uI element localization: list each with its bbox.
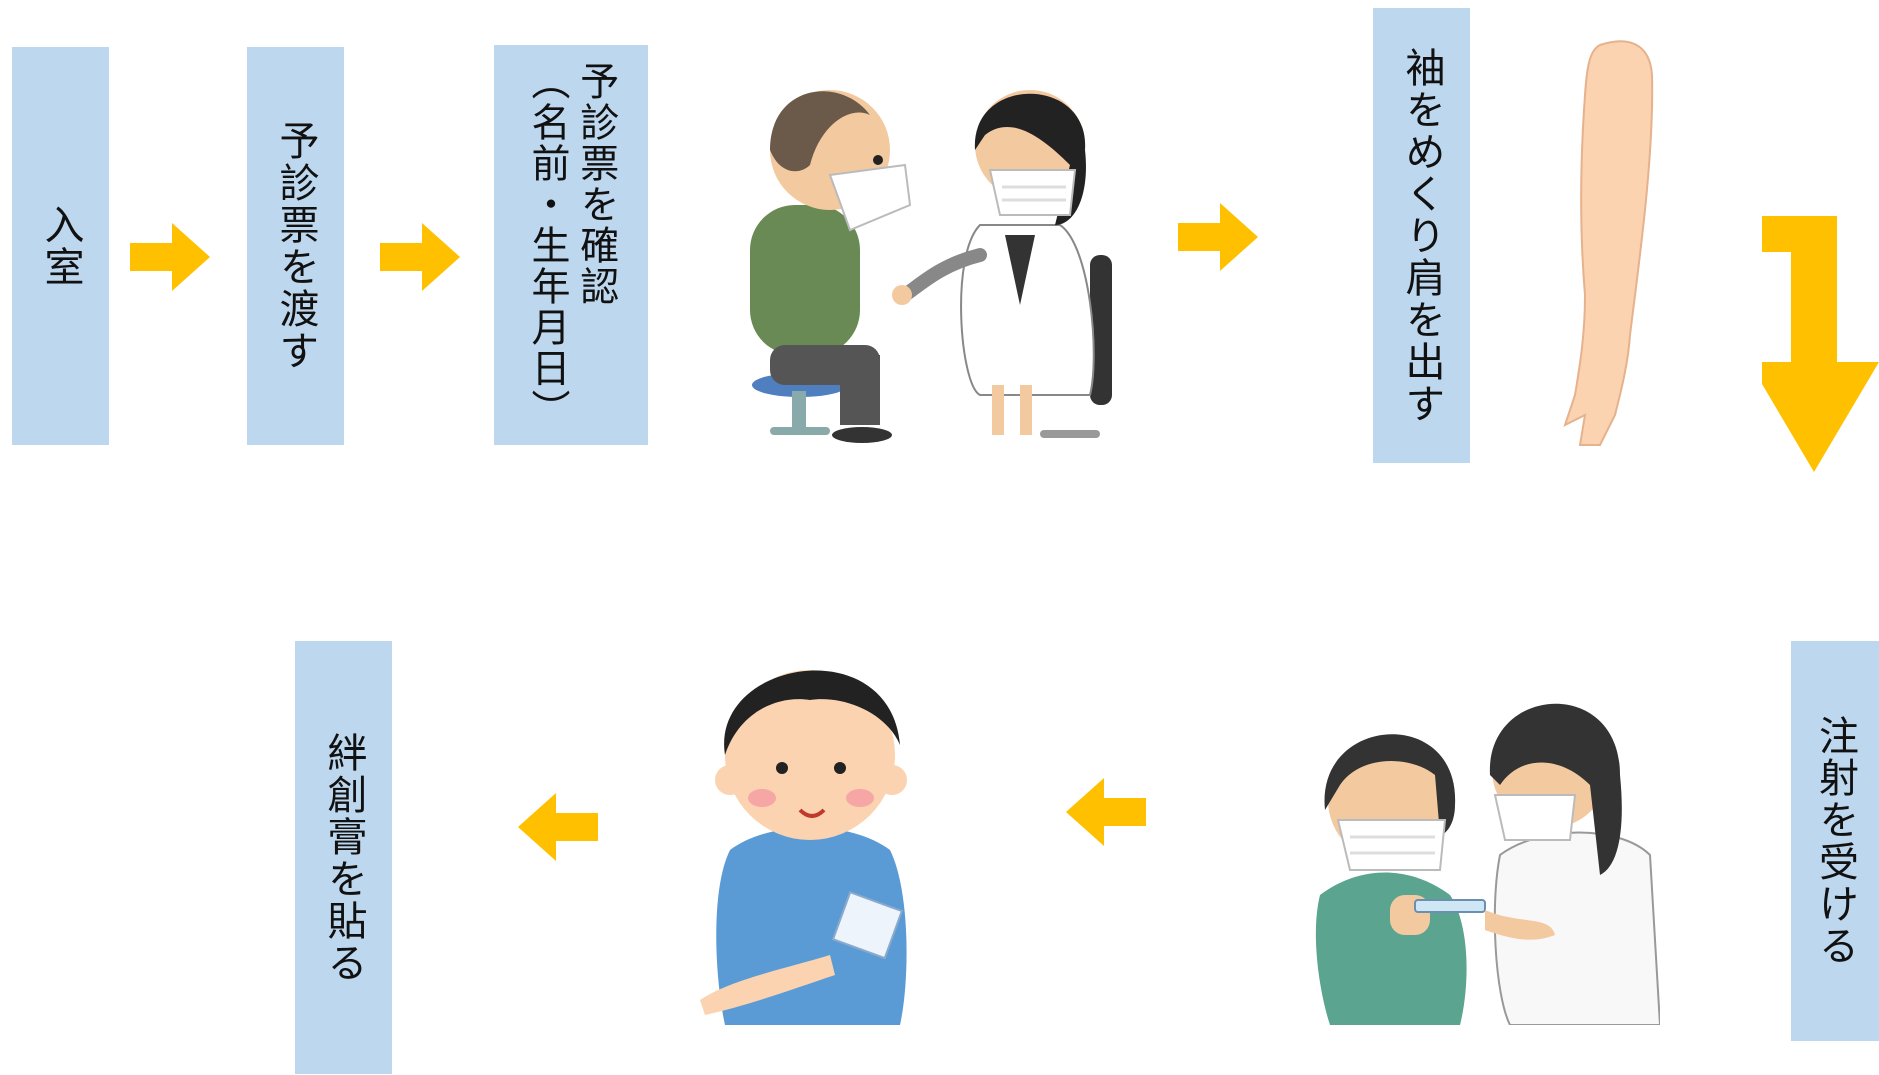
step-hand-questionnaire: 予診票を渡す <box>247 47 344 445</box>
arrow-right-icon <box>130 223 210 291</box>
step-check-questionnaire-label: 予診票を確認 （名前・生年月日） <box>525 60 619 430</box>
vaccination-illustration <box>1315 703 1660 1025</box>
step-check-questionnaire: 予診票を確認 （名前・生年月日） <box>494 45 648 445</box>
step-receive-injection-label: 注射を受ける <box>1812 715 1858 967</box>
arrow-turn-down-icon <box>1762 216 1879 472</box>
arrow-left-icon <box>518 793 598 861</box>
step-apply-bandage-label: 絆創膏を貼る <box>320 731 367 984</box>
bare-arm-illustration <box>1563 40 1654 446</box>
doctor-consultation-illustration <box>750 90 1112 443</box>
step-enter-room: 入室 <box>12 47 109 445</box>
step-apply-bandage: 絆創膏を貼る <box>295 641 392 1074</box>
bandaged-boy-illustration <box>700 670 907 1025</box>
step-hand-questionnaire-label: 予診票を渡す <box>272 120 319 372</box>
step-roll-up-sleeve: 袖をめくり肩を出す <box>1373 8 1470 463</box>
arrow-right-icon <box>1178 203 1258 271</box>
step-enter-room-label: 入室 <box>37 204 84 288</box>
step-receive-injection: 注射を受ける <box>1791 641 1879 1041</box>
arrow-left-icon <box>1066 778 1146 846</box>
step-roll-up-sleeve-label: 袖をめくり肩を出す <box>1398 46 1445 425</box>
arrow-right-icon <box>380 223 460 291</box>
